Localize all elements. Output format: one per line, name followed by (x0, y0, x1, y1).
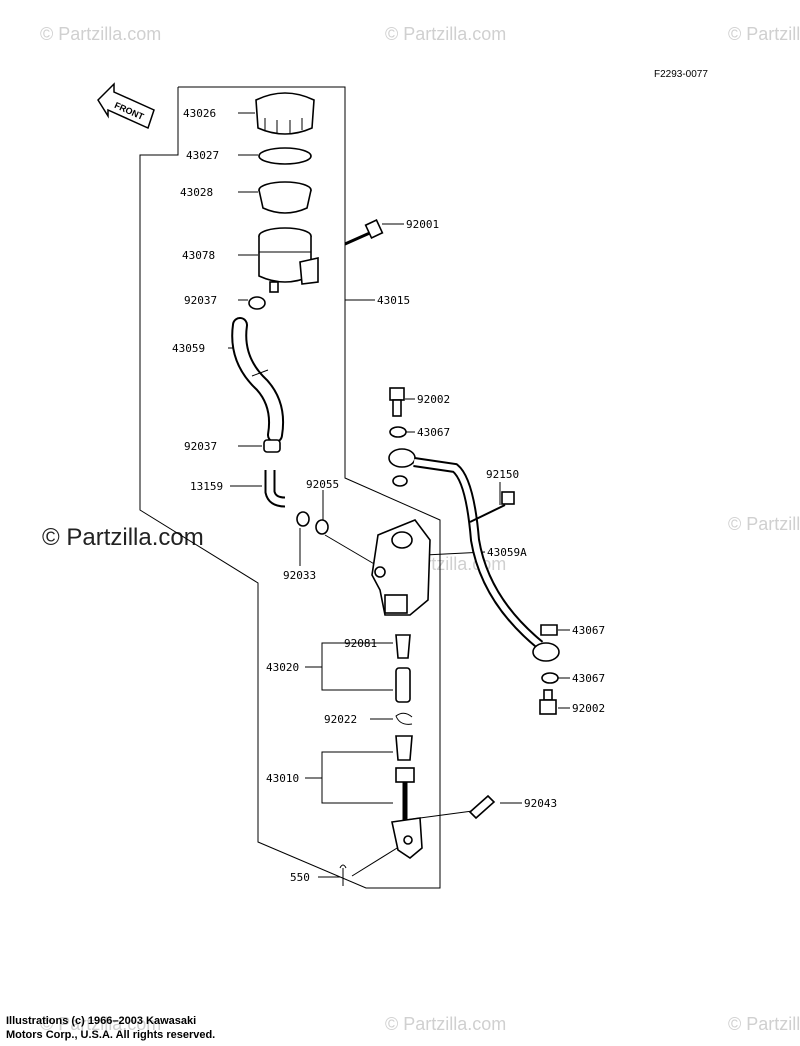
master-cylinder-part (371, 519, 431, 616)
spring-part (395, 634, 411, 659)
watermark: © Partzilla.com (728, 514, 800, 534)
copyright-line: Motors Corp., U.S.A. All rights reserved… (6, 1029, 216, 1041)
watermark-large: © Partzilla.com (42, 524, 204, 551)
pin-part (468, 794, 496, 820)
banjo-bolt-part (389, 387, 405, 417)
drawing-code: F2293-0077 (654, 69, 708, 80)
washer-part (541, 672, 559, 684)
part-number-label[interactable]: 43067 (572, 672, 605, 685)
part-number-label[interactable]: 13159 (190, 480, 223, 493)
bolt-part (469, 491, 515, 523)
boot-part (395, 735, 413, 761)
part-number-label[interactable]: 550 (290, 871, 310, 884)
banjo-bolt-part (539, 689, 557, 715)
copyright-notice: Illustrations (c) 1966–2003 Kawasaki Mot… (6, 1014, 215, 1042)
copyright-line: Illustrations (c) 1966–2003 Kawasaki (6, 1015, 197, 1027)
push-rod-part (391, 767, 423, 859)
watermark: © Partzilla.com (385, 1014, 506, 1034)
clip-part (248, 296, 266, 310)
o-ring-part (315, 519, 329, 535)
part-number-label[interactable]: 43028 (180, 186, 213, 199)
reservoir-cap-part (255, 92, 315, 135)
part-number-label[interactable]: 43010 (266, 772, 299, 785)
part-number-label[interactable]: 43059A (487, 546, 527, 559)
bolt-part (344, 219, 384, 246)
brake-hose-part (388, 448, 560, 662)
watermark: © Partzilla.com (40, 1014, 161, 1034)
part-number-label[interactable]: 92002 (417, 393, 450, 406)
part-number-label[interactable]: 92043 (524, 797, 557, 810)
watermark: © Partzilla.com (40, 24, 161, 44)
part-number-label[interactable]: 92037 (184, 440, 217, 453)
clip-part (263, 439, 281, 453)
part-number-label[interactable]: 92150 (486, 468, 519, 481)
part-number-label[interactable]: 43059 (172, 342, 205, 355)
watermark: © Partzilla.com (385, 24, 506, 44)
part-number-label[interactable]: 43015 (377, 294, 410, 307)
part-number-label[interactable]: 43020 (266, 661, 299, 674)
assembly-outline (139, 86, 441, 889)
part-number-label[interactable]: 43026 (183, 107, 216, 120)
watermark: © Partzilla.com (728, 1014, 800, 1034)
part-number-label[interactable]: 43027 (186, 149, 219, 162)
part-number-label[interactable]: 43078 (182, 249, 215, 262)
front-arrow-icon: FRONT (97, 82, 155, 130)
part-number-label[interactable]: 92055 (306, 478, 339, 491)
part-number-label[interactable]: 92081 (344, 637, 377, 650)
part-number-label[interactable]: 92002 (572, 702, 605, 715)
circlip-part (395, 712, 413, 725)
piston-part (395, 667, 411, 703)
part-number-label[interactable]: 92001 (406, 218, 439, 231)
circlip-part (296, 511, 310, 527)
washer-part (389, 426, 407, 438)
reservoir-part (258, 227, 319, 293)
diaphragm-part (258, 181, 312, 214)
part-number-label[interactable]: 43067 (572, 624, 605, 637)
watermark: © Partzilla.com (728, 24, 800, 44)
part-number-label[interactable]: 92033 (283, 569, 316, 582)
leader-lines (228, 112, 570, 878)
part-number-label[interactable]: 92037 (184, 294, 217, 307)
part-number-label[interactable]: 43067 (417, 426, 450, 439)
washer-part (540, 624, 558, 636)
washer-part (392, 475, 408, 487)
cotter-pin-part (339, 864, 347, 886)
plate-part (258, 147, 312, 165)
part-number-label[interactable]: 92022 (324, 713, 357, 726)
